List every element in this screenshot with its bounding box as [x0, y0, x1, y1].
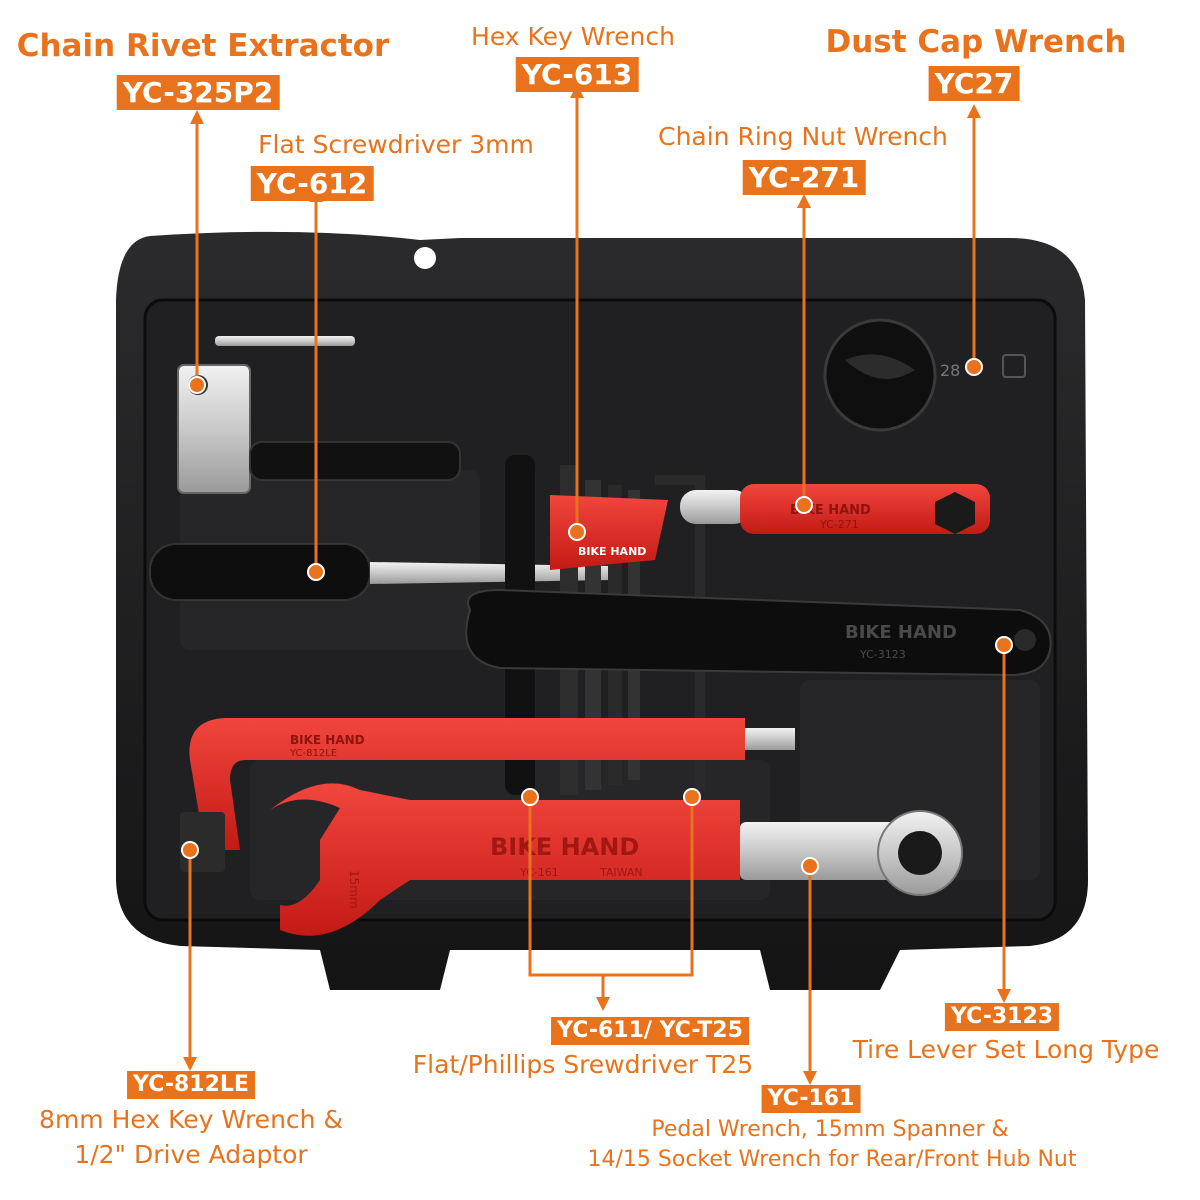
callout-dots [181, 358, 1013, 875]
tire-lever-brand-text: BIKE HAND [845, 622, 957, 643]
spanner-size-engraving: 15mm [347, 870, 361, 909]
flat-screwdriver-code: YC-612 [250, 166, 374, 201]
hex-key-brand-text: BIKE HAND [578, 545, 646, 558]
chain-ring-nut-wrench-label: Chain Ring Nut Wrench [658, 122, 948, 151]
chain-ring-nut-wrench-code: YC-271 [742, 160, 866, 195]
tire-lever-tool: BIKE HAND YC-3123 [465, 588, 1052, 677]
chain-rivet-extractor-code: YC-325P2 [116, 75, 280, 110]
tire-lever-label: Tire Lever Set Long Type [852, 1035, 1160, 1064]
pedal-wrench-origin: TAIWAN [599, 866, 643, 879]
hex-8mm-wrench-code: YC-812LE [127, 1071, 255, 1099]
hex-key-wrench-code: YC-613 [515, 57, 639, 92]
pedal-wrench-code: YC-161 [761, 1085, 861, 1113]
chain-ring-engraving: YC-271 [819, 518, 859, 531]
hex-key-wrench-label: Hex Key Wrench [471, 22, 675, 51]
hex-8mm-engraving: YC-812LE [289, 748, 337, 759]
hex-8mm-wrench-label-line2: 1/2" Drive Adaptor [74, 1140, 308, 1169]
t25-screwdriver-code: YC-611/ YC-T25 [551, 1017, 749, 1045]
dust-cap-wrench-code: YC27 [928, 66, 1020, 101]
callout-lines [188, 92, 1006, 1077]
t25-screwdriver-bracket [528, 795, 694, 977]
slot-number-label: 28 [940, 361, 960, 380]
dust-cap-wrench-tool: 28 [823, 318, 1026, 432]
hanging-hole [414, 247, 436, 269]
hex-8mm-wrench-label-line1: 8mm Hex Key Wrench & [39, 1105, 343, 1134]
chain-rivet-extractor-tool [177, 336, 461, 494]
chain-rivet-extractor-label: Chain Rivet Extractor [16, 28, 390, 64]
dust-cap-wrench-label: Dust Cap Wrench [825, 24, 1127, 60]
tire-lever-engraving: YC-3123 [859, 648, 906, 661]
hex-8mm-brand-text: BIKE HAND [290, 733, 365, 747]
pedal-wrench-engraving: YC-161 [519, 866, 559, 879]
tire-lever-code: YC-3123 [944, 1003, 1060, 1031]
pedal-wrench-brand-text: BIKE HAND [490, 833, 639, 861]
t25-screwdriver-label: Flat/Phillips Srewdriver T25 [412, 1050, 754, 1079]
pedal-wrench-label-line2: 14/15 Socket Wrench for Rear/Front Hub N… [587, 1147, 1077, 1172]
pedal-wrench-tool: BIKE HAND YC-161 TAIWAN 15mm [270, 783, 963, 936]
pedal-wrench-label-line1: Pedal Wrench, 15mm Spanner & [651, 1117, 1009, 1142]
hex-8mm-wrench-tool: BIKE HAND YC-812LE [180, 718, 795, 872]
flat-screwdriver-label: Flat Screwdriver 3mm [258, 130, 534, 159]
